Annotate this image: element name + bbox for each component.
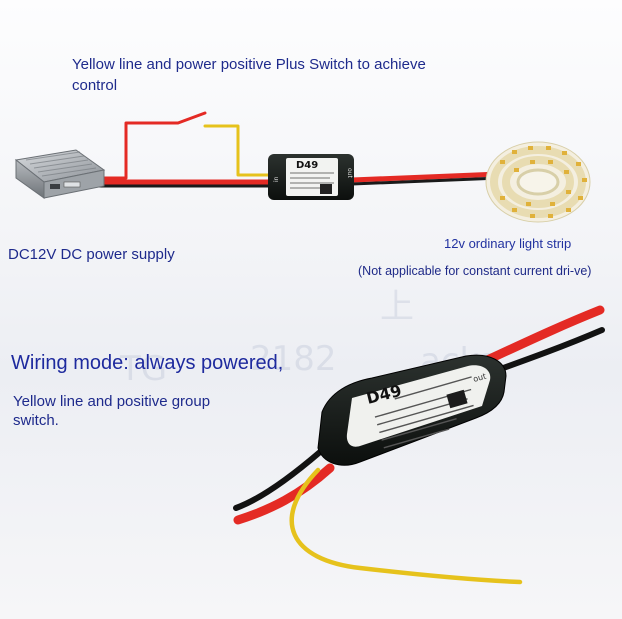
red-wire-switch-loop	[96, 111, 207, 180]
module-top-model: D49	[296, 160, 318, 171]
caption-not-applicable: (Not applicable for constant current dri…	[358, 264, 592, 278]
main-red-wire-right	[349, 171, 503, 183]
svg-text:TG: TG	[119, 349, 167, 389]
controller-module-top: D49 in out	[268, 154, 354, 200]
svg-text:2182: 2182	[250, 339, 337, 379]
main-black-wire-right	[350, 176, 502, 186]
module-top-port-out: out	[346, 168, 353, 178]
yellow-wire	[289, 467, 523, 585]
led-strip-reel	[485, 141, 591, 223]
red-wire-in	[233, 463, 335, 525]
svg-text:上: 上	[380, 287, 414, 327]
caption-light-strip: 12v ordinary light strip	[444, 236, 572, 251]
controller-module-closeup: D49 out	[317, 354, 507, 466]
top-wires	[95, 111, 503, 188]
black-wire-in	[233, 449, 323, 511]
caption-power-supply: DC12V DC power supply	[8, 246, 175, 263]
yellow-wire-switch-loop	[203, 124, 270, 177]
caption-wiring-mode: Wiring mode: always powered,	[11, 352, 284, 374]
caption-switch-control: Yellow line and power positive Plus Swit…	[72, 56, 426, 94]
module-top-port-in: in	[273, 176, 280, 182]
power-supply-unit	[14, 149, 106, 199]
caption-yellow-group: Yellow line and positive group switch.	[13, 393, 211, 429]
module-closeup-port-out: out	[472, 372, 487, 384]
